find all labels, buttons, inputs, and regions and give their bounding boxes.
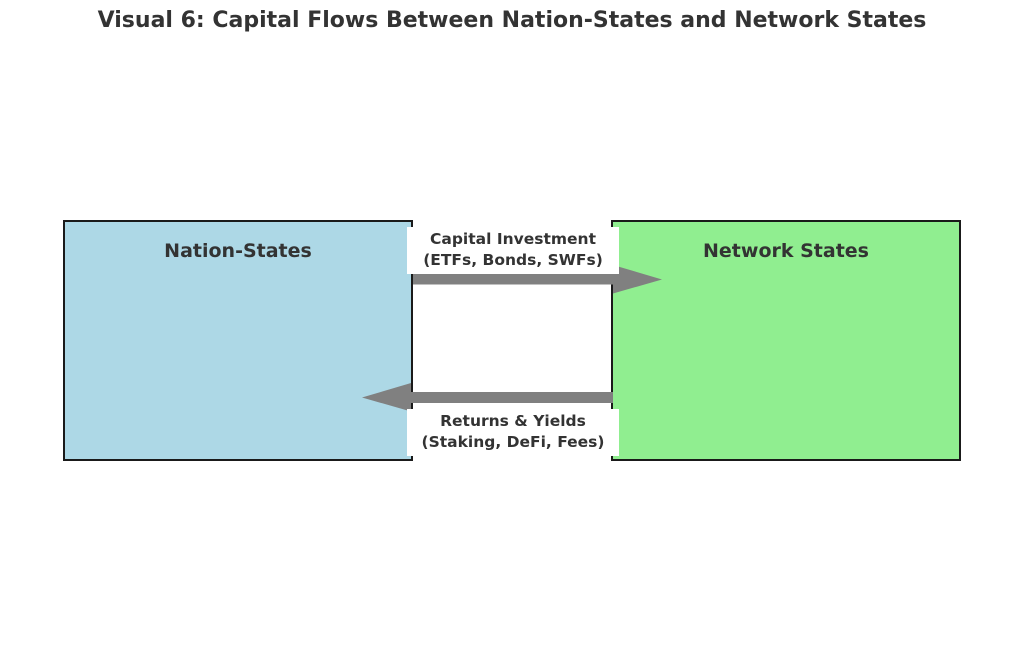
edge-label-returns-yields-line2: (Staking, DeFi, Fees) xyxy=(421,433,605,451)
edge-label-returns-yields: Returns & Yields (Staking, DeFi, Fees) xyxy=(407,409,619,456)
edge-label-capital-investment: Capital Investment (ETFs, Bonds, SWFs) xyxy=(407,227,619,274)
node-nation-states[interactable]: Nation-States xyxy=(63,220,413,461)
node-network-states-label: Network States xyxy=(703,240,869,262)
edge-label-capital-investment-line1: Capital Investment xyxy=(430,230,596,248)
page-title: Visual 6: Capital Flows Between Nation-S… xyxy=(97,8,927,33)
node-network-states[interactable]: Network States xyxy=(611,220,961,461)
node-nation-states-label: Nation-States xyxy=(164,240,312,262)
edge-label-returns-yields-line1: Returns & Yields xyxy=(440,412,586,430)
edge-label-capital-investment-line2: (ETFs, Bonds, SWFs) xyxy=(423,251,603,269)
